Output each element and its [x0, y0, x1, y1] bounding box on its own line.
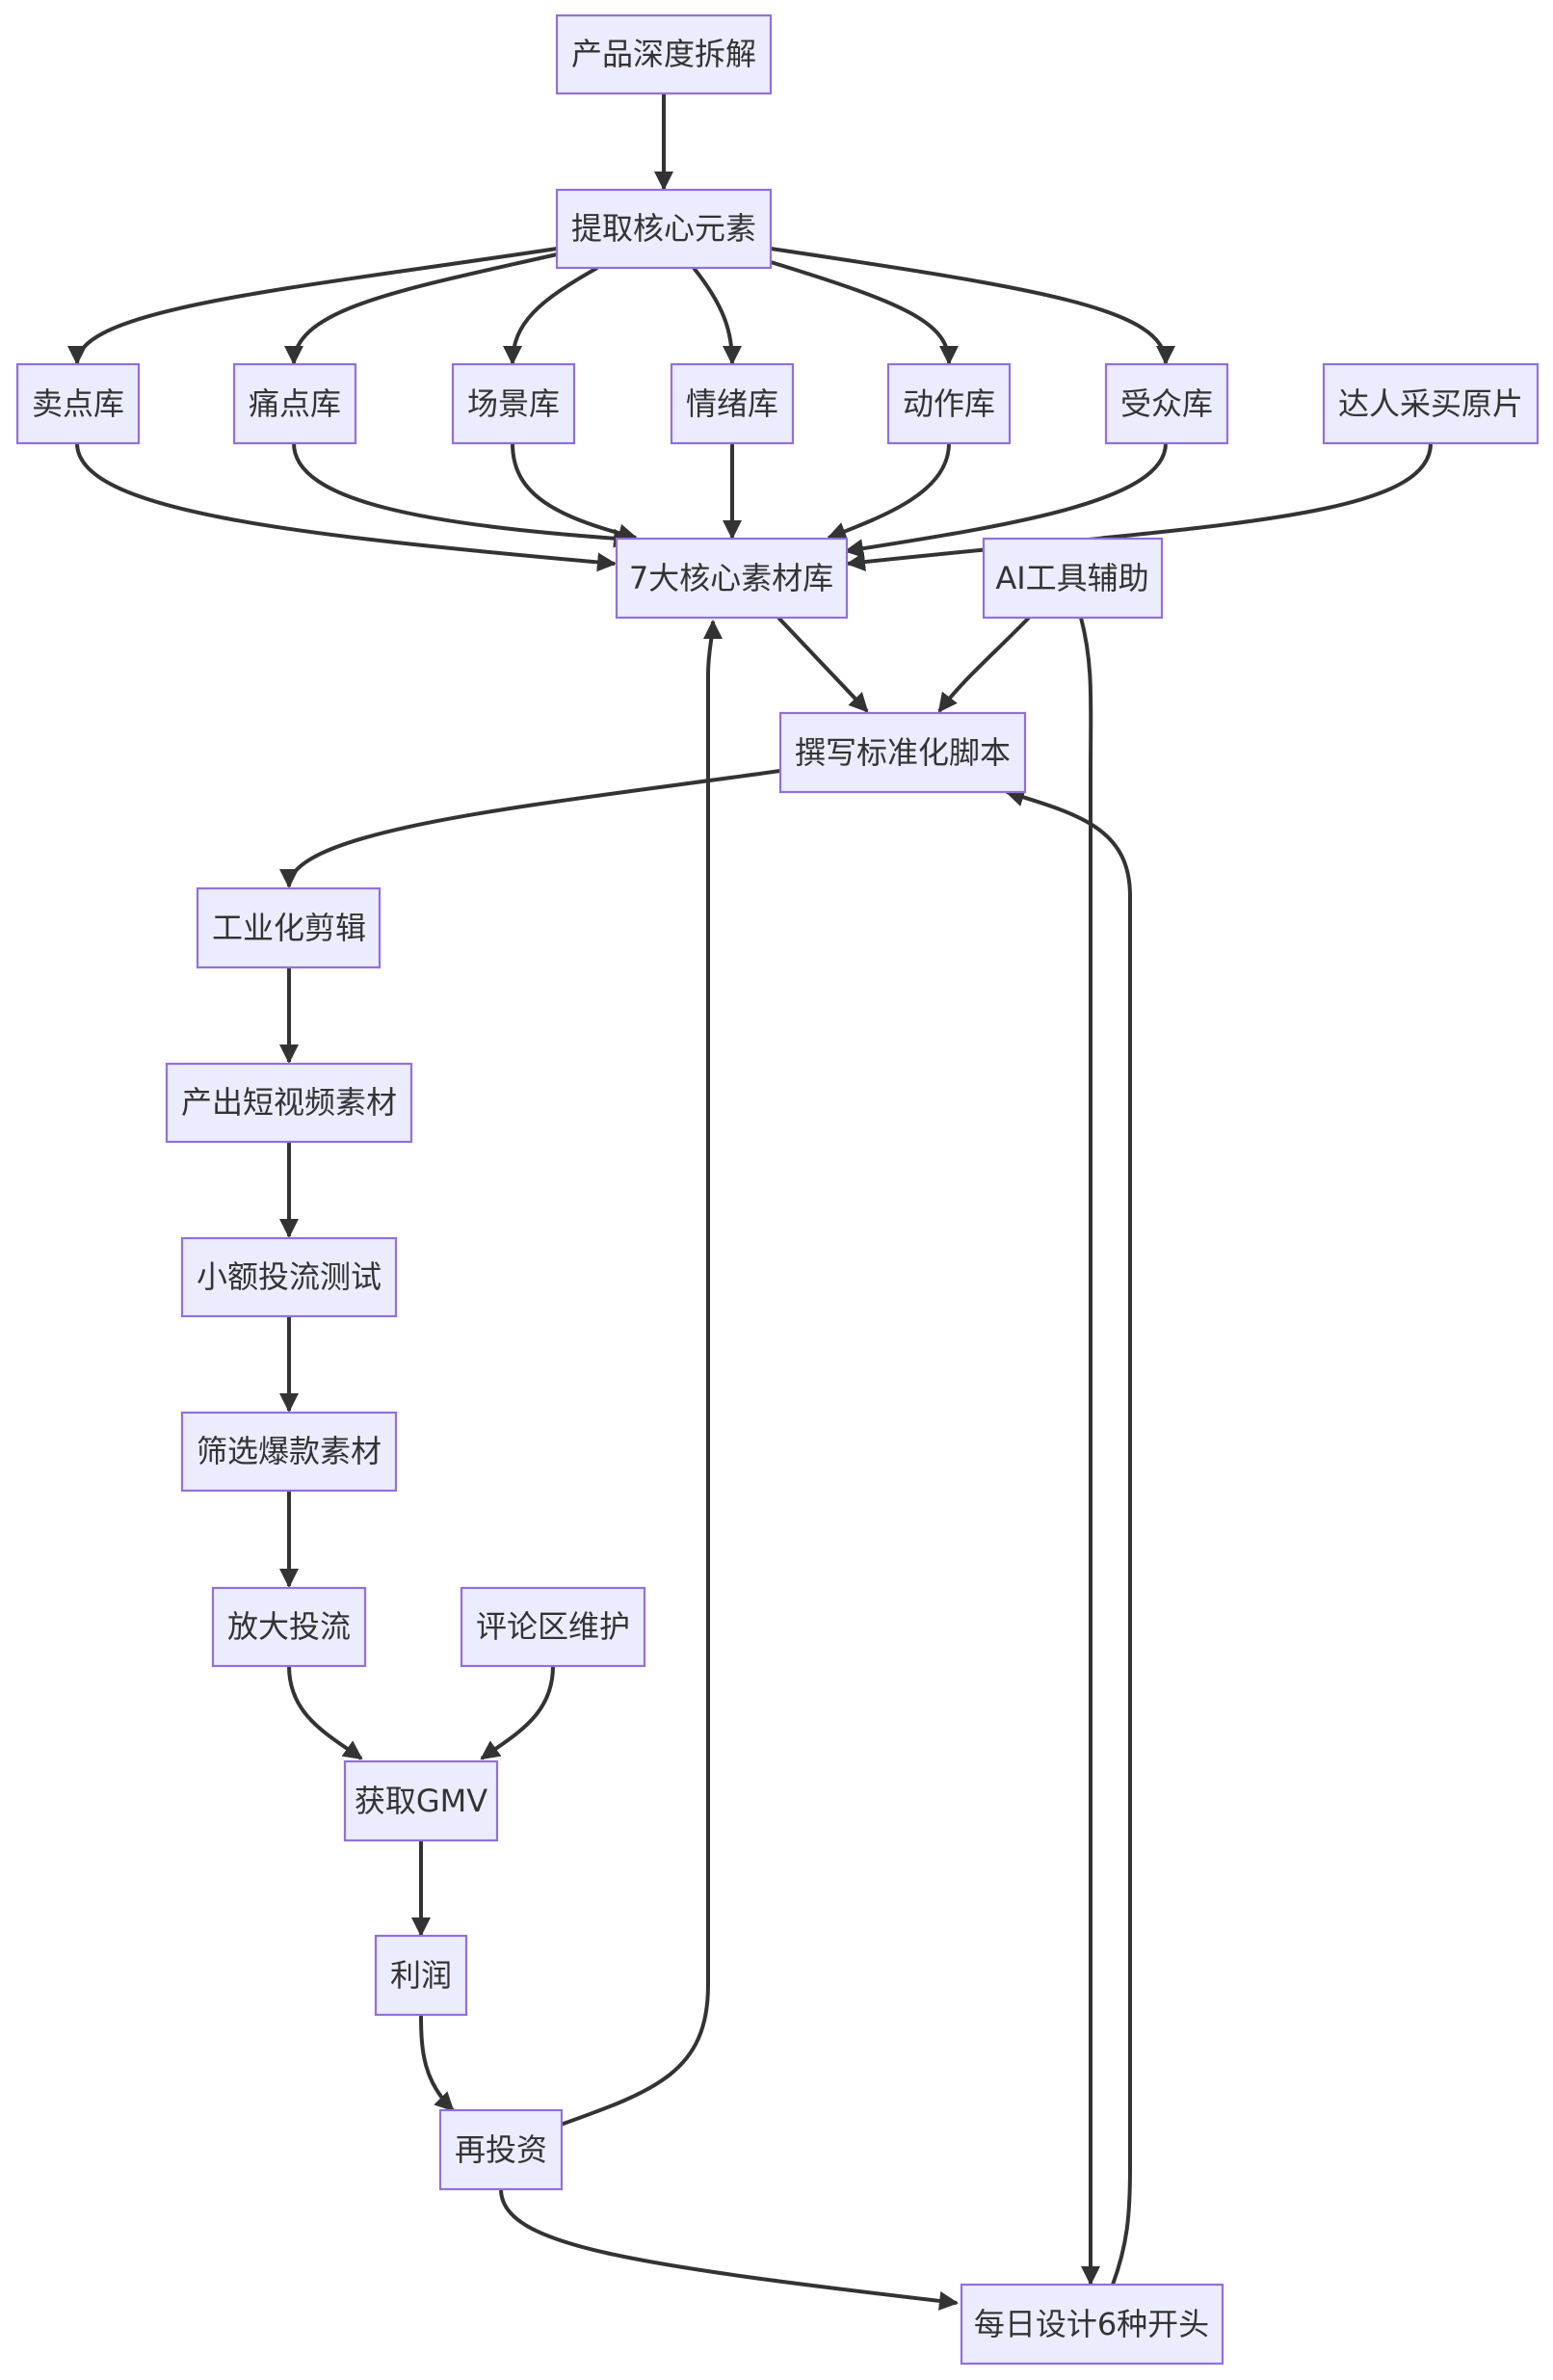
node-selling-label: 卖点库 [32, 385, 124, 422]
node-filter[interactable]: 筛选爆款素材 [180, 1411, 398, 1493]
node-talent[interactable]: 达人采买原片 [1322, 362, 1540, 445]
node-pain[interactable]: 痛点库 [232, 362, 357, 445]
nodes: 产品深度拆解 提取核心元素 卖点库 痛点库 场景库 情绪库 动作库 受众库 [15, 13, 1540, 2366]
edge-ai-script [937, 616, 1031, 713]
node-script-label: 撰写标准化脚本 [795, 734, 1011, 771]
node-edit[interactable]: 工业化剪辑 [196, 886, 382, 969]
node-edit-label: 工业化剪辑 [212, 910, 366, 946]
edge-extract-pain [284, 252, 558, 365]
node-gmv[interactable]: 获取GMV [343, 1759, 499, 1842]
edge-library-script [776, 616, 869, 713]
edge-extract-selling [67, 247, 558, 365]
edge-extract-scene [503, 266, 598, 365]
node-reinvest-label: 再投资 [455, 2131, 547, 2168]
node-extract[interactable]: 提取核心元素 [555, 188, 773, 270]
edge-comment-gmv [480, 1665, 555, 1760]
node-library-label: 7大核心素材库 [629, 560, 833, 596]
edge-extract-action [770, 260, 959, 365]
node-test-label: 小额投流测试 [197, 1258, 382, 1295]
node-output-label: 产出短视频素材 [181, 1084, 397, 1121]
node-scene[interactable]: 场景库 [451, 362, 576, 445]
node-library[interactable]: 7大核心素材库 [615, 537, 849, 620]
edge-reinvest-openings [499, 2188, 959, 2311]
node-comment[interactable]: 评论区维护 [460, 1586, 646, 1668]
edge-audience-library [844, 442, 1168, 559]
node-profit[interactable]: 利润 [374, 1934, 468, 2017]
node-extract-label: 提取核心元素 [571, 210, 756, 247]
node-profit-label: 利润 [390, 1957, 452, 1994]
edge-ai-openings [1079, 617, 1100, 2286]
node-openings[interactable]: 每日设计6种开头 [960, 2283, 1224, 2366]
node-scale[interactable]: 放大投流 [211, 1586, 367, 1668]
node-scene-label: 场景库 [467, 385, 560, 422]
node-script[interactable]: 撰写标准化脚本 [778, 711, 1027, 794]
edge-reinvest-library [560, 620, 723, 2127]
node-talent-label: 达人采买原片 [1338, 385, 1523, 422]
node-reinvest[interactable]: 再投资 [438, 2108, 564, 2191]
node-comment-label: 评论区维护 [476, 1608, 630, 1645]
node-action-label: 动作库 [903, 385, 995, 422]
edge-openings-script [1005, 787, 1132, 2286]
node-action[interactable]: 动作库 [886, 362, 1012, 445]
edge-extract-audience [770, 247, 1175, 365]
node-openings-label: 每日设计6种开头 [974, 2306, 1209, 2342]
edge-selling-library [75, 442, 617, 572]
node-product-label: 产品深度拆解 [571, 36, 756, 72]
node-test[interactable]: 小额投流测试 [180, 1236, 398, 1318]
node-scale-label: 放大投流 [227, 1608, 351, 1645]
node-product[interactable]: 产品深度拆解 [555, 13, 773, 95]
edge-scale-gmv [287, 1665, 363, 1760]
edge-profit-reinvest [419, 2014, 455, 2112]
node-selling[interactable]: 卖点库 [15, 362, 141, 445]
node-filter-label: 筛选爆款素材 [197, 1433, 382, 1469]
node-output[interactable]: 产出短视频素材 [165, 1062, 413, 1144]
node-gmv-label: 获取GMV [355, 1783, 487, 1819]
node-ai-label: AI工具辅助 [995, 560, 1148, 596]
node-ai[interactable]: AI工具辅助 [982, 537, 1164, 620]
edge-scene-library [511, 442, 638, 543]
edge-action-library [827, 442, 951, 541]
node-pain-label: 痛点库 [249, 385, 341, 422]
edge-script-edit [279, 769, 781, 888]
edge-extract-emotion [692, 266, 742, 365]
node-emotion-label: 情绪库 [686, 385, 778, 422]
edge-pain-library [292, 442, 633, 548]
node-emotion[interactable]: 情绪库 [670, 362, 795, 445]
node-audience-label: 受众库 [1120, 385, 1213, 422]
node-audience[interactable]: 受众库 [1104, 362, 1229, 445]
